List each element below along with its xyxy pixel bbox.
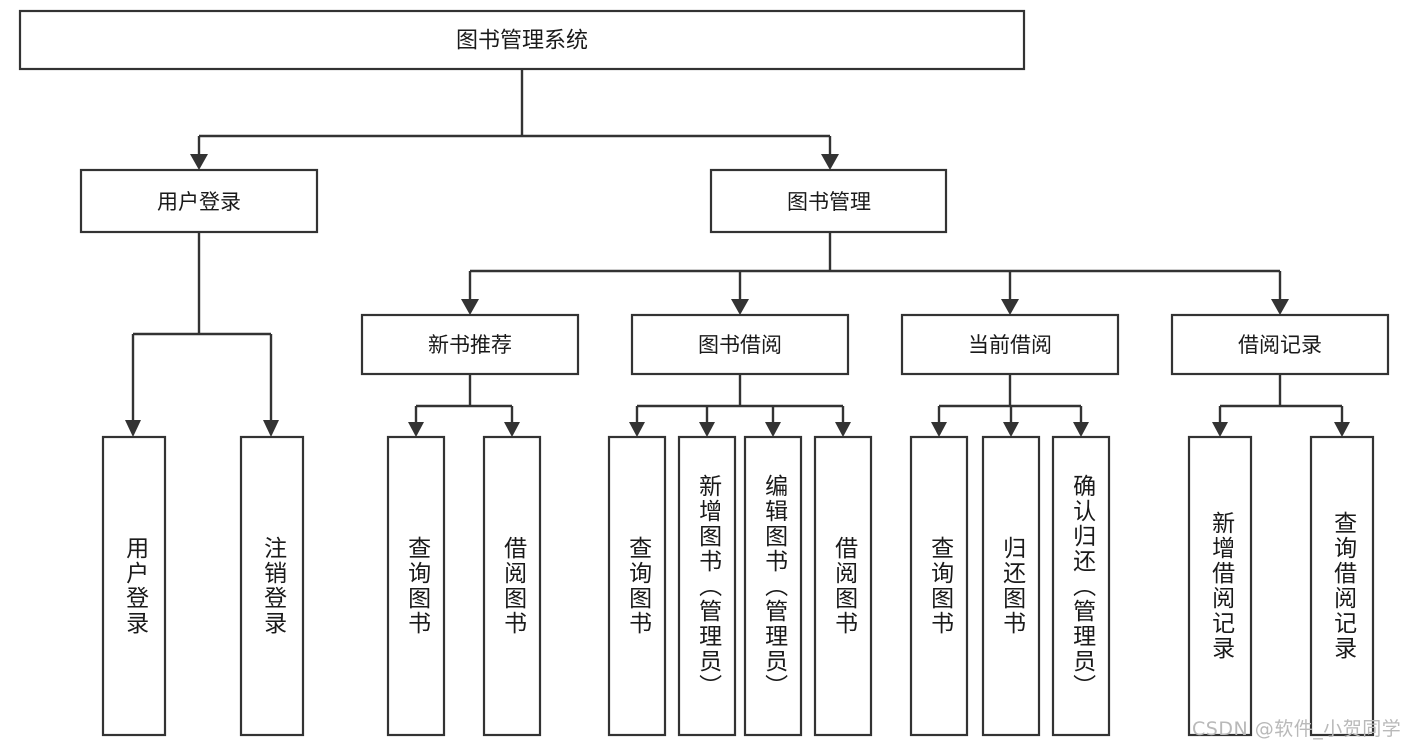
node-current-borrow[interactable] [900, 313, 1120, 376]
arrowhead-leaf-logout [263, 420, 279, 437]
arrowhead-leaf-newbook-borrow [504, 422, 520, 437]
leaf-box-bb-query[interactable] [607, 435, 667, 737]
node-borrow-record[interactable] [1170, 313, 1390, 376]
leaf-box-newbook-query[interactable] [386, 435, 446, 737]
node-user-login-label: 用户登录 [157, 190, 241, 214]
leaf-box-bb-borrow[interactable] [813, 435, 873, 737]
arrowhead-leaf-bb-edit [765, 422, 781, 437]
leaf-box-br-query[interactable] [1309, 435, 1375, 737]
node-user-login[interactable] [79, 168, 319, 234]
leaf-box-logout[interactable] [239, 435, 305, 737]
csdn-watermark: CSDN @软件_小贺同学 [1192, 718, 1402, 740]
node-box-group: 图书管理系统 用户登录 图书管理 新书推荐 图书借阅 当前借阅 借阅记录 [18, 9, 1390, 737]
arrowhead-leaf-cb-query [931, 422, 947, 437]
node-book-management[interactable] [709, 168, 948, 234]
leaf-box-cb-query[interactable] [909, 435, 969, 737]
arrowhead-leaf-br-add [1212, 422, 1228, 437]
arrowhead-borrow-record [1271, 299, 1289, 315]
arrowhead-user-login [190, 154, 208, 170]
node-borrow-record-label: 借阅记录 [1238, 333, 1322, 357]
arrowhead-leaf-bb-borrow [835, 422, 851, 437]
arrowhead-current-borrow [1001, 299, 1019, 315]
leaf-box-cb-return[interactable] [981, 435, 1041, 737]
node-book-borrow-label: 图书借阅 [698, 333, 782, 357]
leaf-box-bb-edit[interactable] [743, 435, 803, 737]
arrowhead-new-book-rec [461, 299, 479, 315]
arrowhead-leaf-cb-confirm [1073, 422, 1089, 437]
arrowhead-leaf-user-login [125, 420, 141, 437]
node-book-management-label: 图书管理 [787, 190, 871, 214]
arrowhead-book-mgmt [821, 154, 839, 170]
connector-group [125, 69, 1350, 437]
leaf-box-br-add[interactable] [1187, 435, 1253, 737]
leaf-box-bb-add[interactable] [677, 435, 737, 737]
node-root-system[interactable] [18, 9, 1026, 71]
arrowhead-leaf-cb-return [1003, 422, 1019, 437]
node-book-borrow[interactable] [630, 313, 850, 376]
arrowhead-leaf-bb-query [629, 422, 645, 437]
node-new-book-recommend[interactable] [360, 313, 580, 376]
arrowhead-book-borrow [731, 299, 749, 315]
node-current-borrow-label: 当前借阅 [968, 333, 1052, 357]
leaf-box-newbook-borrow[interactable] [482, 435, 542, 737]
leaf-box-cb-confirm[interactable] [1051, 435, 1111, 737]
leaf-box-user-login[interactable] [101, 435, 167, 737]
arrowhead-leaf-br-query [1334, 422, 1350, 437]
arrowhead-leaf-newbook-query [408, 422, 424, 437]
arrowhead-leaf-bb-add [699, 422, 715, 437]
node-new-book-recommend-label: 新书推荐 [428, 333, 512, 357]
node-root-system-label: 图书管理系统 [456, 29, 588, 54]
